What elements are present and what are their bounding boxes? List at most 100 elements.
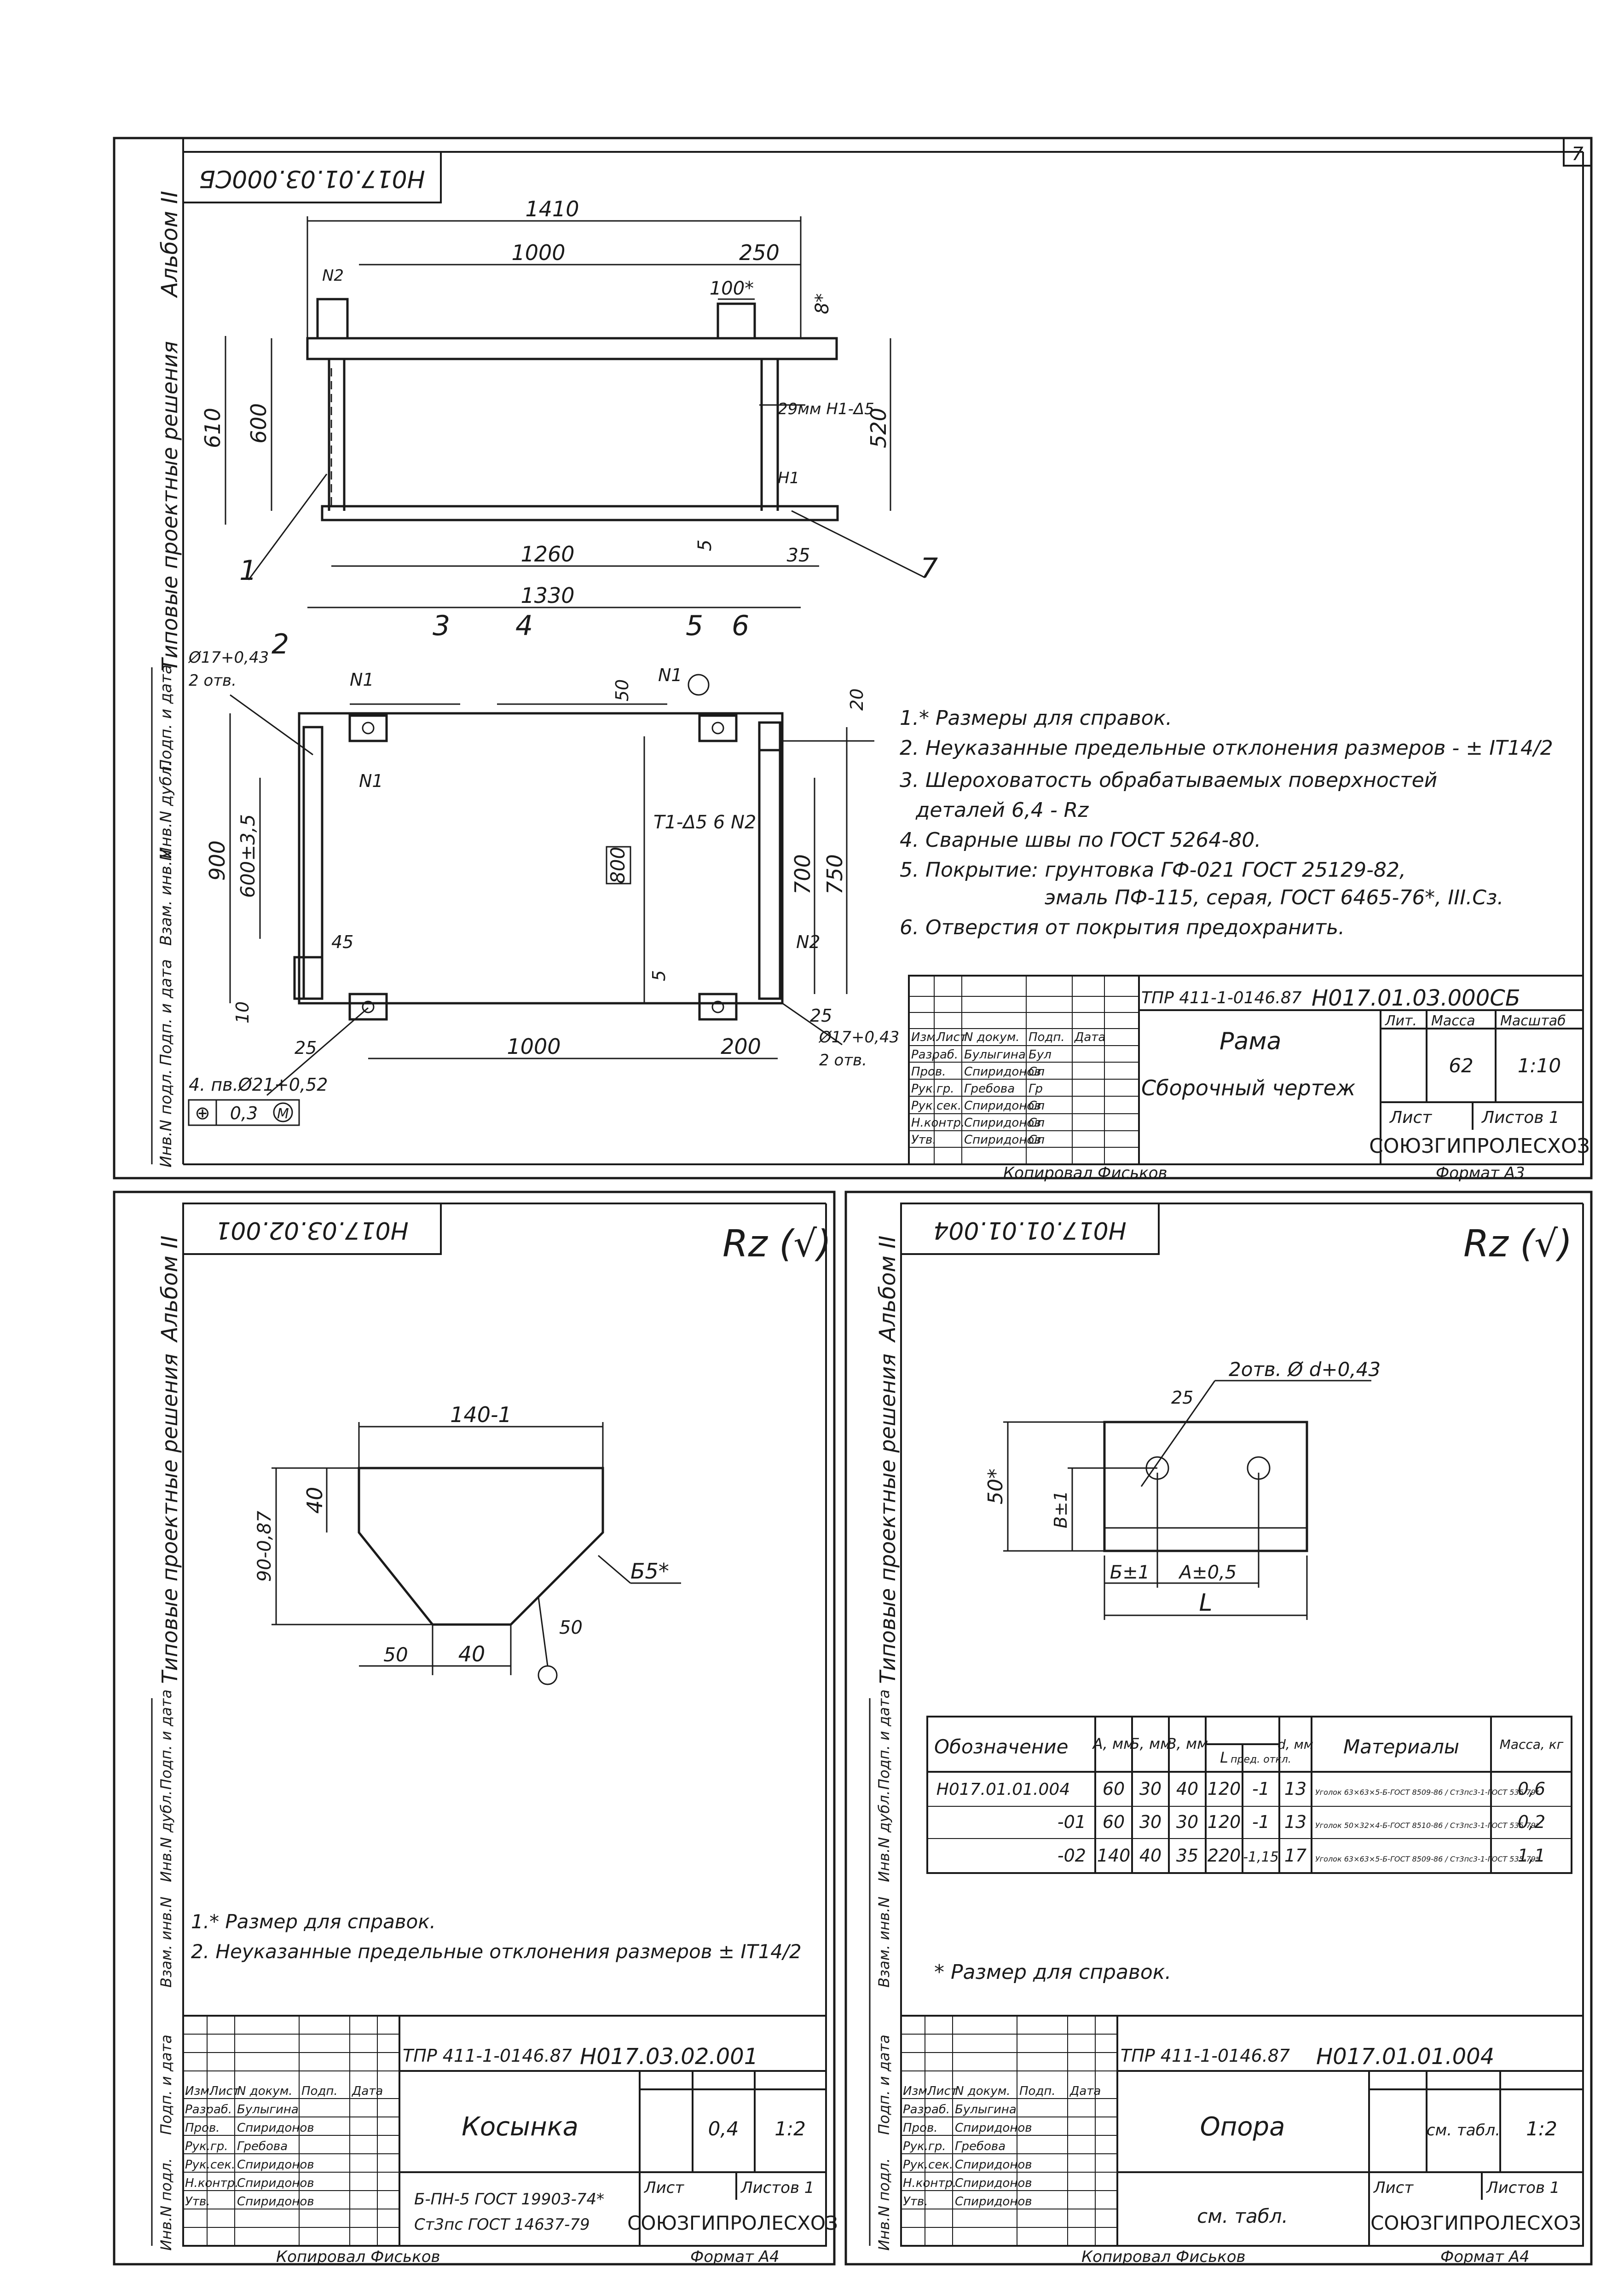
th: Масса, кг xyxy=(1500,1737,1564,1752)
side-field: Инв.N подл. xyxy=(875,2158,893,2250)
dim: 600±3,5 xyxy=(237,814,259,898)
tb-role: Н.контр. xyxy=(185,2176,238,2190)
side-field: Инв.N дубл. xyxy=(875,1790,893,1882)
support-labels: 25 2отв. Ø d+0,43 50* В±1 Б±1 А±0,5 L xyxy=(984,1358,1381,1617)
td: 60 xyxy=(1103,1812,1125,1832)
tb-person: Спиридонов xyxy=(964,1133,1041,1147)
dim: 40 xyxy=(302,1487,327,1514)
dim: 100* xyxy=(710,278,754,299)
frame-front-view xyxy=(306,298,839,521)
tb-role: Рук.сек. xyxy=(185,2158,235,2172)
tb-name-2: Сборочный чертеж xyxy=(1141,1076,1356,1100)
tb-role: Утв. xyxy=(911,1133,936,1147)
tolerance-symbol: ⊕ xyxy=(195,1103,210,1124)
tb-material-2: Ст3пс ГОСТ 14637-79 xyxy=(414,2215,590,2234)
roughness-symbol: Rz (√) xyxy=(1463,1222,1572,1265)
td: 120 xyxy=(1208,1779,1241,1799)
tb-person: Булыгина xyxy=(237,2103,299,2117)
roughness-right: Rz (√) xyxy=(1463,1222,1572,1265)
dim: 900 xyxy=(205,840,230,881)
tb-mass-label: Масса xyxy=(1431,1013,1475,1029)
tb-material-1: Б-ПН-5 ГОСТ 19903-74* xyxy=(414,2190,604,2209)
dim: 200 xyxy=(721,1034,761,1059)
dim: 520 xyxy=(866,408,891,448)
dim: Б±1 xyxy=(1110,1562,1150,1583)
td: Уголок 63×63×5-Б-ГОСТ 8509-86 / Ст3пс3-1… xyxy=(1315,1855,1539,1863)
side-title-top: Типовые проектные решения xyxy=(157,341,182,671)
dim: 50 xyxy=(612,679,632,701)
side-title-left: Типовые проектные решения xyxy=(157,1353,182,1684)
dim: 250 xyxy=(739,240,780,265)
dim: 750 xyxy=(822,854,847,895)
tb-role: Утв. xyxy=(903,2195,928,2209)
tb-person: Спиридонов xyxy=(237,2195,314,2209)
dim: 1000 xyxy=(511,240,565,265)
tb-header: Лист xyxy=(927,2084,958,2098)
album-right: Альбом II xyxy=(875,1236,901,1343)
copied-right: Копировал Фиськов xyxy=(1081,2248,1246,2266)
position-label: 3 xyxy=(433,610,450,642)
tb-sign: Гр xyxy=(1029,1082,1043,1096)
roughness-left: Rz (√) xyxy=(722,1222,831,1265)
tb-org: СОЮЗГИПРОЛЕСХОЗ xyxy=(1370,2212,1581,2234)
tb-sign: Бул xyxy=(1029,1048,1052,1062)
dim: N2 xyxy=(796,932,821,952)
td: -02 xyxy=(1058,1845,1086,1866)
format-left: Формат А4 xyxy=(690,2248,780,2266)
tb-role: Рук.гр. xyxy=(185,2140,228,2153)
notes-left: 1.* Размер для справок. 2. Неуказанные п… xyxy=(191,1910,802,1963)
dim: 800 xyxy=(607,847,629,884)
side-fields-right: Инв.N подл. Подп. и дата Взам. инв.N Инв… xyxy=(875,1689,893,2251)
tb-header: Дата xyxy=(1069,2084,1101,2098)
note: 5. Покрытие: грунтовка ГФ-021 ГОСТ 25129… xyxy=(900,858,1406,882)
note: 1.* Размер для справок. xyxy=(191,1910,436,1933)
plan-labels: Ø17+0,43 2 отв. 2 3 4 5 6 N1 N1 50 N1 Т1… xyxy=(188,610,899,1095)
title-block-right: ТПР 411-1-0146.87 Н017.01.01.004 Опора с… xyxy=(900,2015,1584,2247)
tb-designation: Н017.01.01.004 xyxy=(1316,2044,1494,2070)
tb-project: ТПР 411-1-0146.87 xyxy=(403,2046,572,2066)
tb-scale-label: Масштаб xyxy=(1500,1013,1566,1029)
tb-scale: 1:10 xyxy=(1518,1054,1561,1077)
side-field: Подп. и дата xyxy=(157,959,175,1066)
side-field: Инв.N подл. xyxy=(157,1069,175,1168)
tb-material: см. табл. xyxy=(1197,2205,1288,2227)
dim: 700 xyxy=(790,854,815,895)
th: пред. откл. xyxy=(1231,1754,1291,1765)
side-title-right: Типовые проектные решения xyxy=(875,1353,900,1684)
tb-sign: Сп xyxy=(1029,1133,1045,1147)
td: 140 xyxy=(1097,1845,1131,1866)
tb-role: Утв. xyxy=(185,2195,210,2209)
td: 30 xyxy=(1176,1812,1198,1832)
position-label: 6 xyxy=(732,610,749,642)
tb-role: Рук.гр. xyxy=(903,2140,946,2153)
doc-code-top: Н017.01.03.000СБ xyxy=(199,165,425,192)
tb-role: Рук.гр. xyxy=(911,1082,954,1096)
note-holes: 4. пв.Ø21+0,52 xyxy=(189,1075,328,1095)
side-field: Подп. и дата xyxy=(875,1689,893,1790)
td: 17 xyxy=(1284,1845,1306,1866)
dim: 50 xyxy=(383,1643,408,1666)
position-label: 5 xyxy=(686,610,703,642)
tb-designation: Н017.03.02.001 xyxy=(580,2044,758,2070)
gusset-dims xyxy=(272,1422,681,1685)
tb-sheets: Листов 1 xyxy=(740,2179,814,2197)
dim: 45 xyxy=(331,932,353,952)
side-field: Взам. инв.N xyxy=(875,1897,893,1988)
tb-header: Лист xyxy=(209,2084,240,2098)
td: 40 xyxy=(1139,1845,1162,1866)
th: d, мм xyxy=(1277,1737,1313,1752)
dim: 2 отв. xyxy=(189,671,237,690)
position-label: 2 xyxy=(272,628,289,660)
note: эмаль ПФ-115, серая, ГОСТ 6465-76*, III.… xyxy=(1045,886,1503,909)
side-field: Подп. и дата xyxy=(875,2035,893,2135)
dim: Н1 xyxy=(778,469,799,487)
dim: Ø17+0,43 xyxy=(818,1028,899,1047)
td: -01 xyxy=(1058,1812,1086,1832)
tb-sheet: Лист xyxy=(1389,1108,1432,1127)
gusset-part xyxy=(358,1467,604,1626)
tb-person: Спиридонов xyxy=(955,2195,1032,2209)
plan-dims xyxy=(229,694,874,1096)
note: 6. Отверстия от покрытия предохранить. xyxy=(900,916,1345,939)
dim: Т1-Δ5 6 N2 xyxy=(653,812,756,833)
tb-role: Разраб. xyxy=(911,1048,958,1062)
